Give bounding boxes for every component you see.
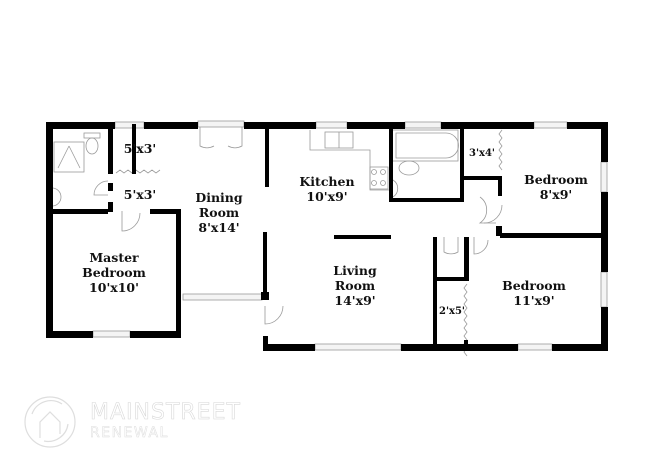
brand-name: MAINSTREET [90, 400, 241, 426]
room-name: Bedroom [82, 265, 146, 280]
bedroom-label: Bedroom 8'x9' [524, 172, 588, 202]
room-name: Room [198, 205, 240, 220]
room-name: Dining [195, 190, 243, 205]
closet-label: 5'x3' [124, 141, 157, 156]
room-size: 5'x3' [123, 141, 157, 156]
room-size: 10'x9' [306, 189, 348, 204]
room-name: Bedroom [502, 278, 566, 293]
closet-label: 2'x5' [439, 306, 465, 318]
room-size: 3'x4' [468, 148, 496, 159]
living-room-label: Living Room 14'x9' [333, 263, 376, 308]
dining-room-label: Dining Room 8'x14' [195, 190, 242, 235]
master-bedroom-label: Master Bedroom 10'x10' [82, 250, 146, 295]
brand-logo: MAINSTREET RENEWAL [22, 396, 242, 448]
room-size: 5'x3' [123, 187, 157, 202]
closet-label: 5'x3' [124, 187, 157, 202]
room-size: 8'x9' [539, 187, 573, 202]
room-size: 11'x9' [513, 293, 555, 308]
brand-subname: RENEWAL [90, 425, 169, 442]
room-name: Room [334, 278, 376, 293]
house-swirl-icon [24, 396, 76, 448]
room-size: 14'x9' [334, 293, 376, 308]
room-size: 10'x10' [89, 280, 139, 295]
room-size: 8'x14' [198, 220, 240, 235]
closet-label: 3'x4' [469, 148, 495, 160]
room-name: Bedroom [524, 172, 588, 187]
room-name: Kitchen [299, 174, 355, 189]
room-name: Master [89, 250, 139, 265]
room-size: 2'x5' [438, 306, 466, 317]
bedroom-label: Bedroom 11'x9' [502, 278, 566, 308]
room-name: Living [333, 263, 377, 278]
kitchen-label: Kitchen 10'x9' [299, 174, 354, 204]
